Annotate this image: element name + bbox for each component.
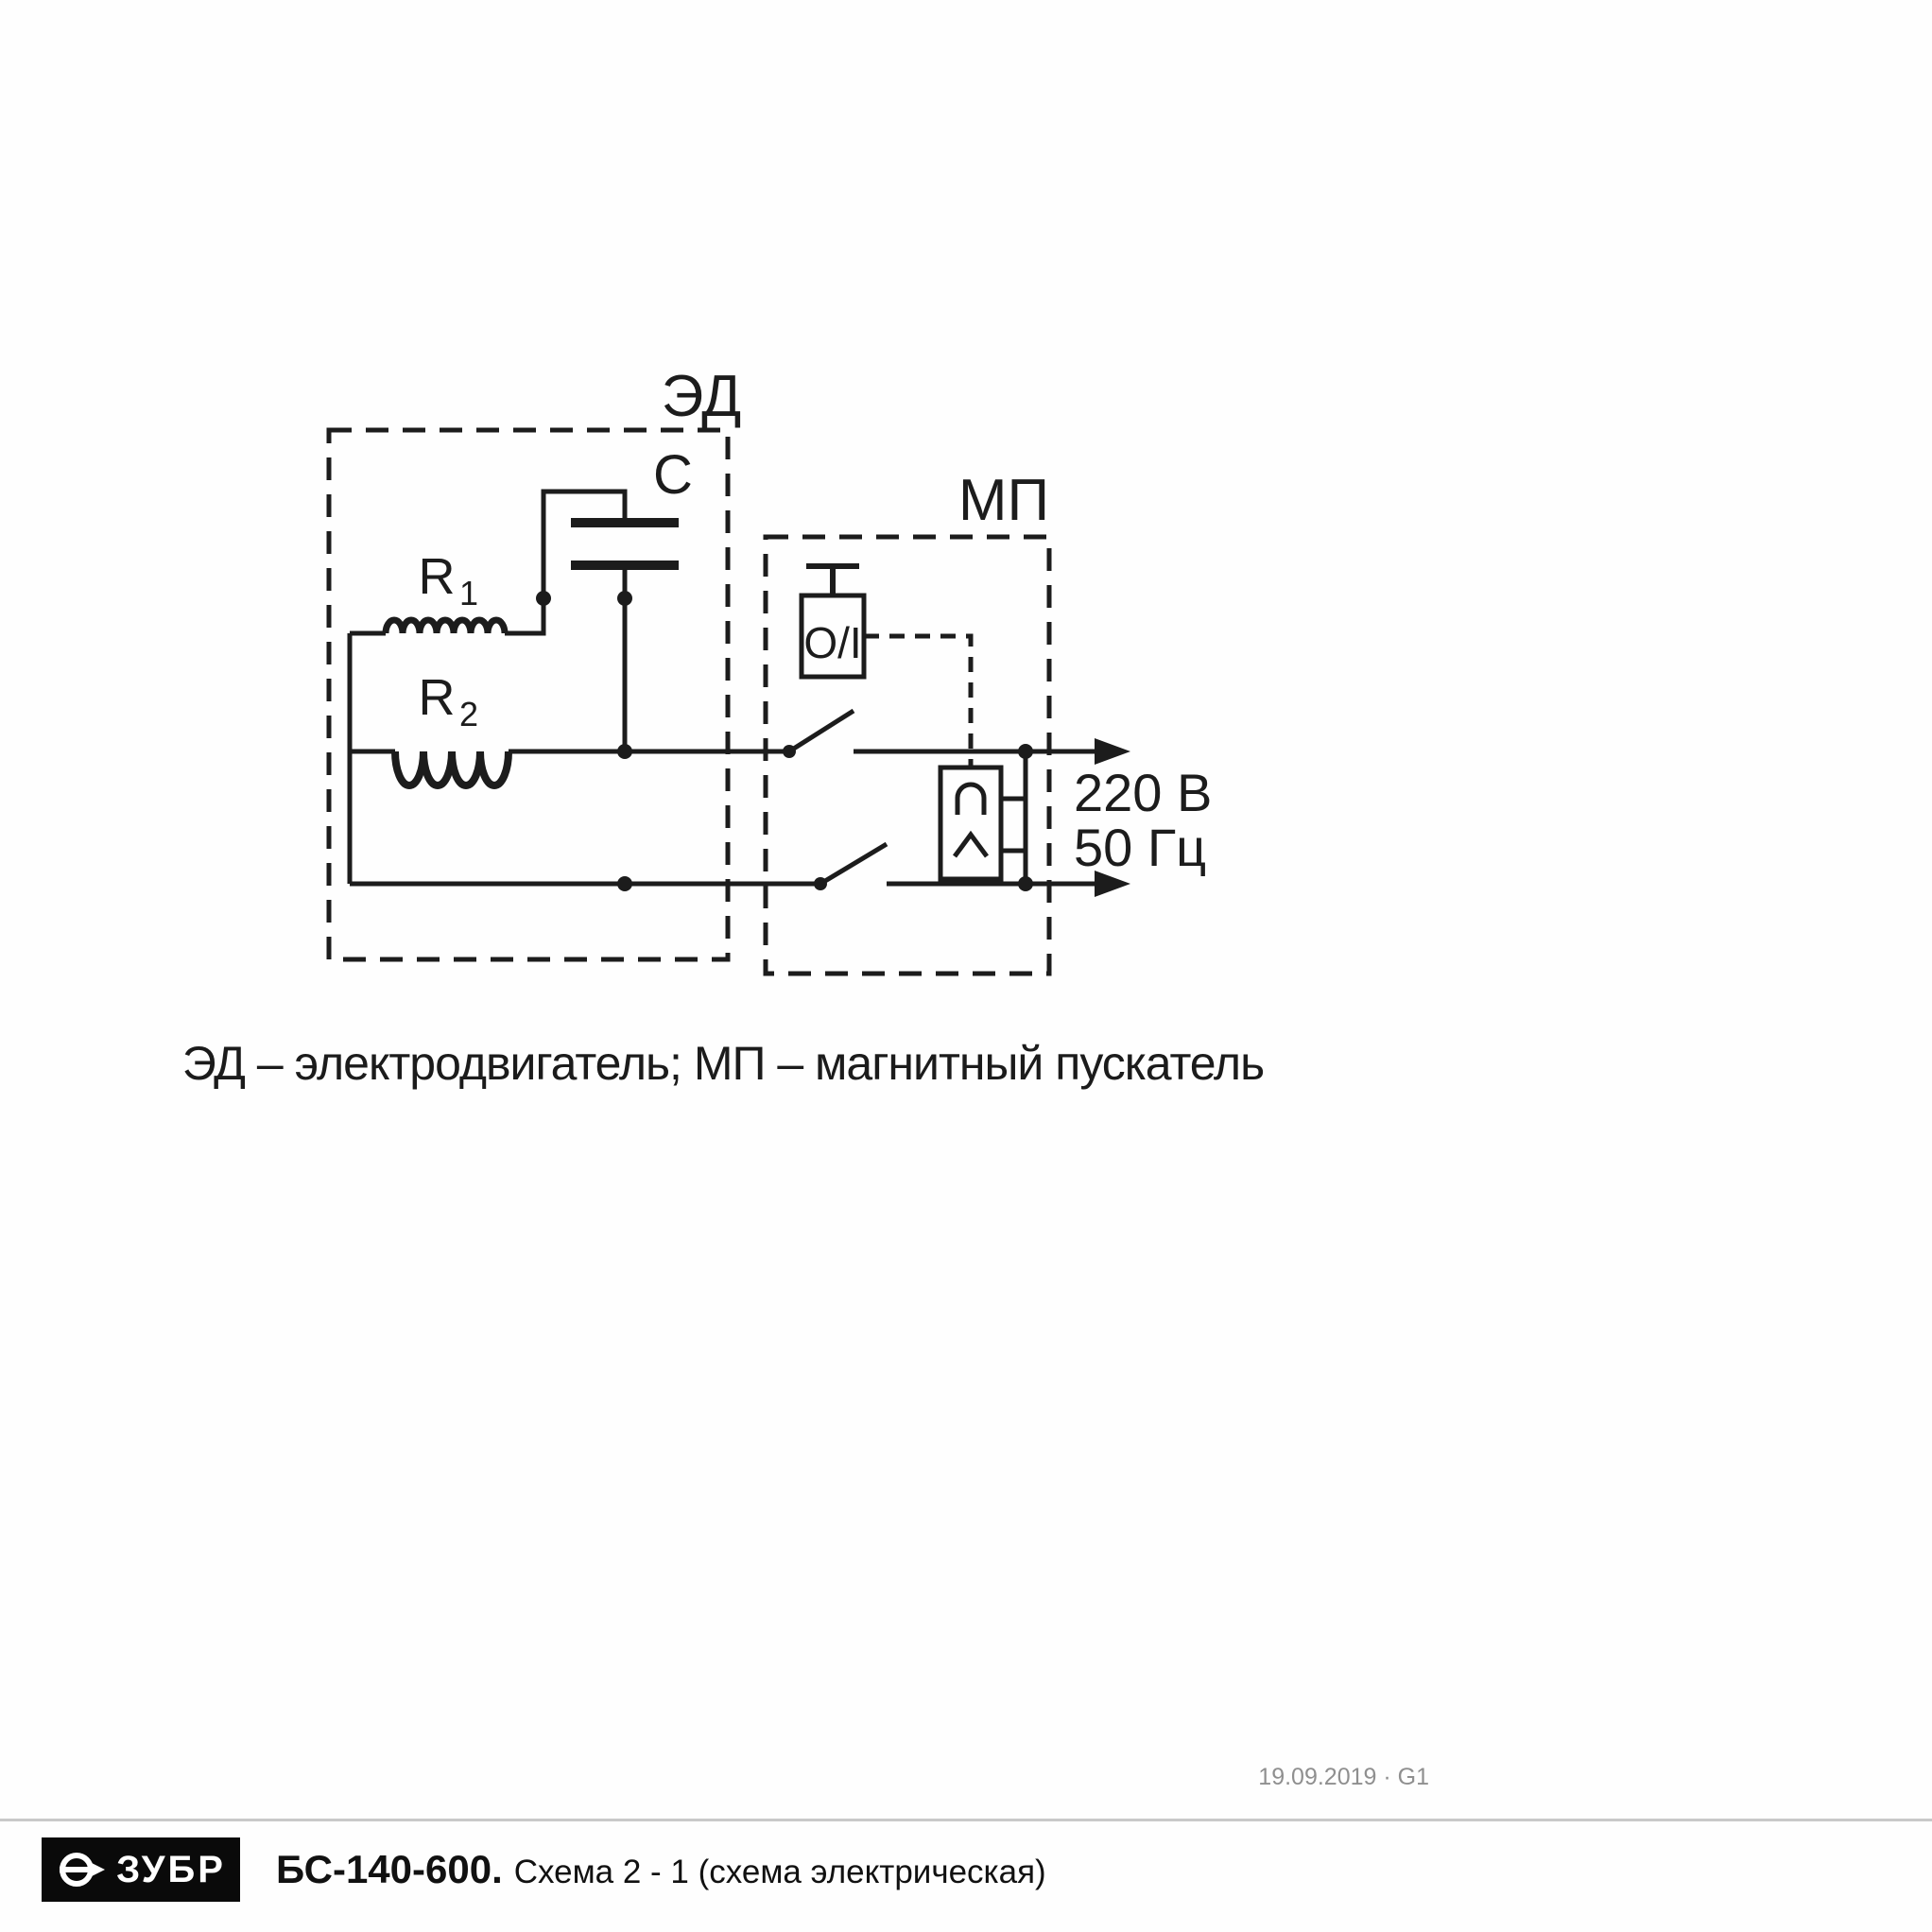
scheme-subtitle: Схема 2 - 1 (схема электрическая): [513, 1854, 1046, 1890]
coil-connection-wire: [1001, 751, 1028, 884]
contact-top: [787, 708, 855, 754]
diagram-caption: ЭД – электродвигатель; МП – магнитный пу…: [181, 1037, 1265, 1090]
frequency-label: 50 Гц: [1074, 818, 1206, 877]
start-stop-button-label: O/I: [803, 618, 861, 667]
footer-divider: [0, 1819, 1932, 1821]
contactor-coil: [938, 765, 1004, 882]
coil-symbol-chevron: [952, 830, 990, 858]
winding-r2-subscript: 2: [459, 695, 478, 733]
revision-date: 19.09.2019 · G1: [1258, 1764, 1429, 1790]
junction-dot: [1018, 744, 1033, 759]
junction-dot: [617, 876, 632, 891]
starter-dashed-box: [763, 534, 1052, 976]
coil-symbol-loop: [955, 782, 987, 815]
junction-dot: [783, 745, 796, 758]
brand-logo: ЗУБР: [42, 1837, 240, 1902]
contact-bottom: [819, 841, 888, 887]
output-arrow-bottom: [1095, 871, 1130, 897]
brand-name: ЗУБР: [116, 1849, 226, 1890]
model-number: БС-140-600.: [276, 1847, 503, 1891]
document-title: БС-140-600. Схема 2 - 1 (схема электричес…: [276, 1837, 1046, 1902]
junction-dot: [1018, 876, 1033, 891]
motor-box-label: ЭД: [662, 364, 742, 429]
wire: [505, 489, 628, 636]
winding-r2-label: R: [419, 669, 456, 726]
junction-dot: [617, 591, 632, 606]
starter-box-label: МП: [958, 468, 1049, 533]
output-arrow-top: [1095, 738, 1130, 765]
winding-r1-label: R: [419, 548, 456, 605]
junction-dot: [617, 744, 632, 759]
winding-r2: [391, 750, 512, 789]
button-actuator: [806, 563, 859, 595]
junction-dot: [814, 877, 827, 890]
brand-arrow-icon: [60, 1853, 106, 1887]
winding-r1-subscript: 1: [459, 574, 478, 612]
motor-dashed-box: [326, 427, 731, 962]
junction-dot: [536, 591, 551, 606]
control-link: [864, 633, 974, 768]
capacitor-label: C: [653, 444, 693, 506]
winding-r1: [382, 616, 509, 634]
voltage-label: 220 В: [1074, 763, 1212, 822]
